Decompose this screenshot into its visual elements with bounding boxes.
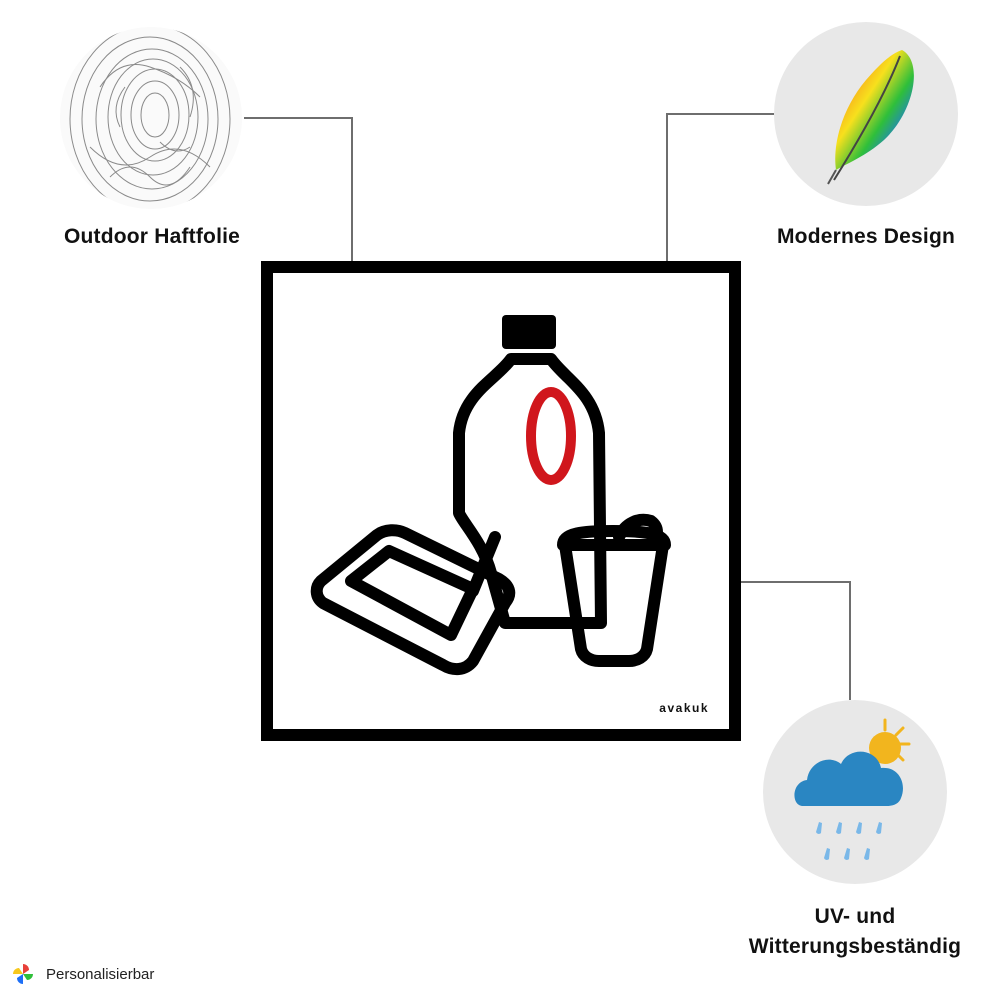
rainbow-feather-icon <box>774 22 958 206</box>
waste-sign: avakuk <box>261 261 741 741</box>
personalisierbar-label: Personalisierbar <box>46 965 155 983</box>
fingerprint-texture-icon <box>60 27 242 209</box>
feature-label-design: Modernes Design <box>776 225 956 248</box>
personalisierbar-badge: Personalisierbar <box>12 962 154 986</box>
feature-label-outdoor: Outdoor Haftfolie <box>63 225 241 248</box>
sun-rain-cloud-icon <box>763 700 947 884</box>
plastic-waste-icon <box>310 315 671 676</box>
pinwheel-icon <box>13 964 33 984</box>
feature-label-weather-line1: UV- und <box>814 905 896 928</box>
brand-logo: avakuk <box>659 701 709 715</box>
feature-label-weather-line2: Witterungsbeständig <box>748 935 962 958</box>
feature-label-weather: UV- und Witterungsbeständig <box>720 902 990 962</box>
